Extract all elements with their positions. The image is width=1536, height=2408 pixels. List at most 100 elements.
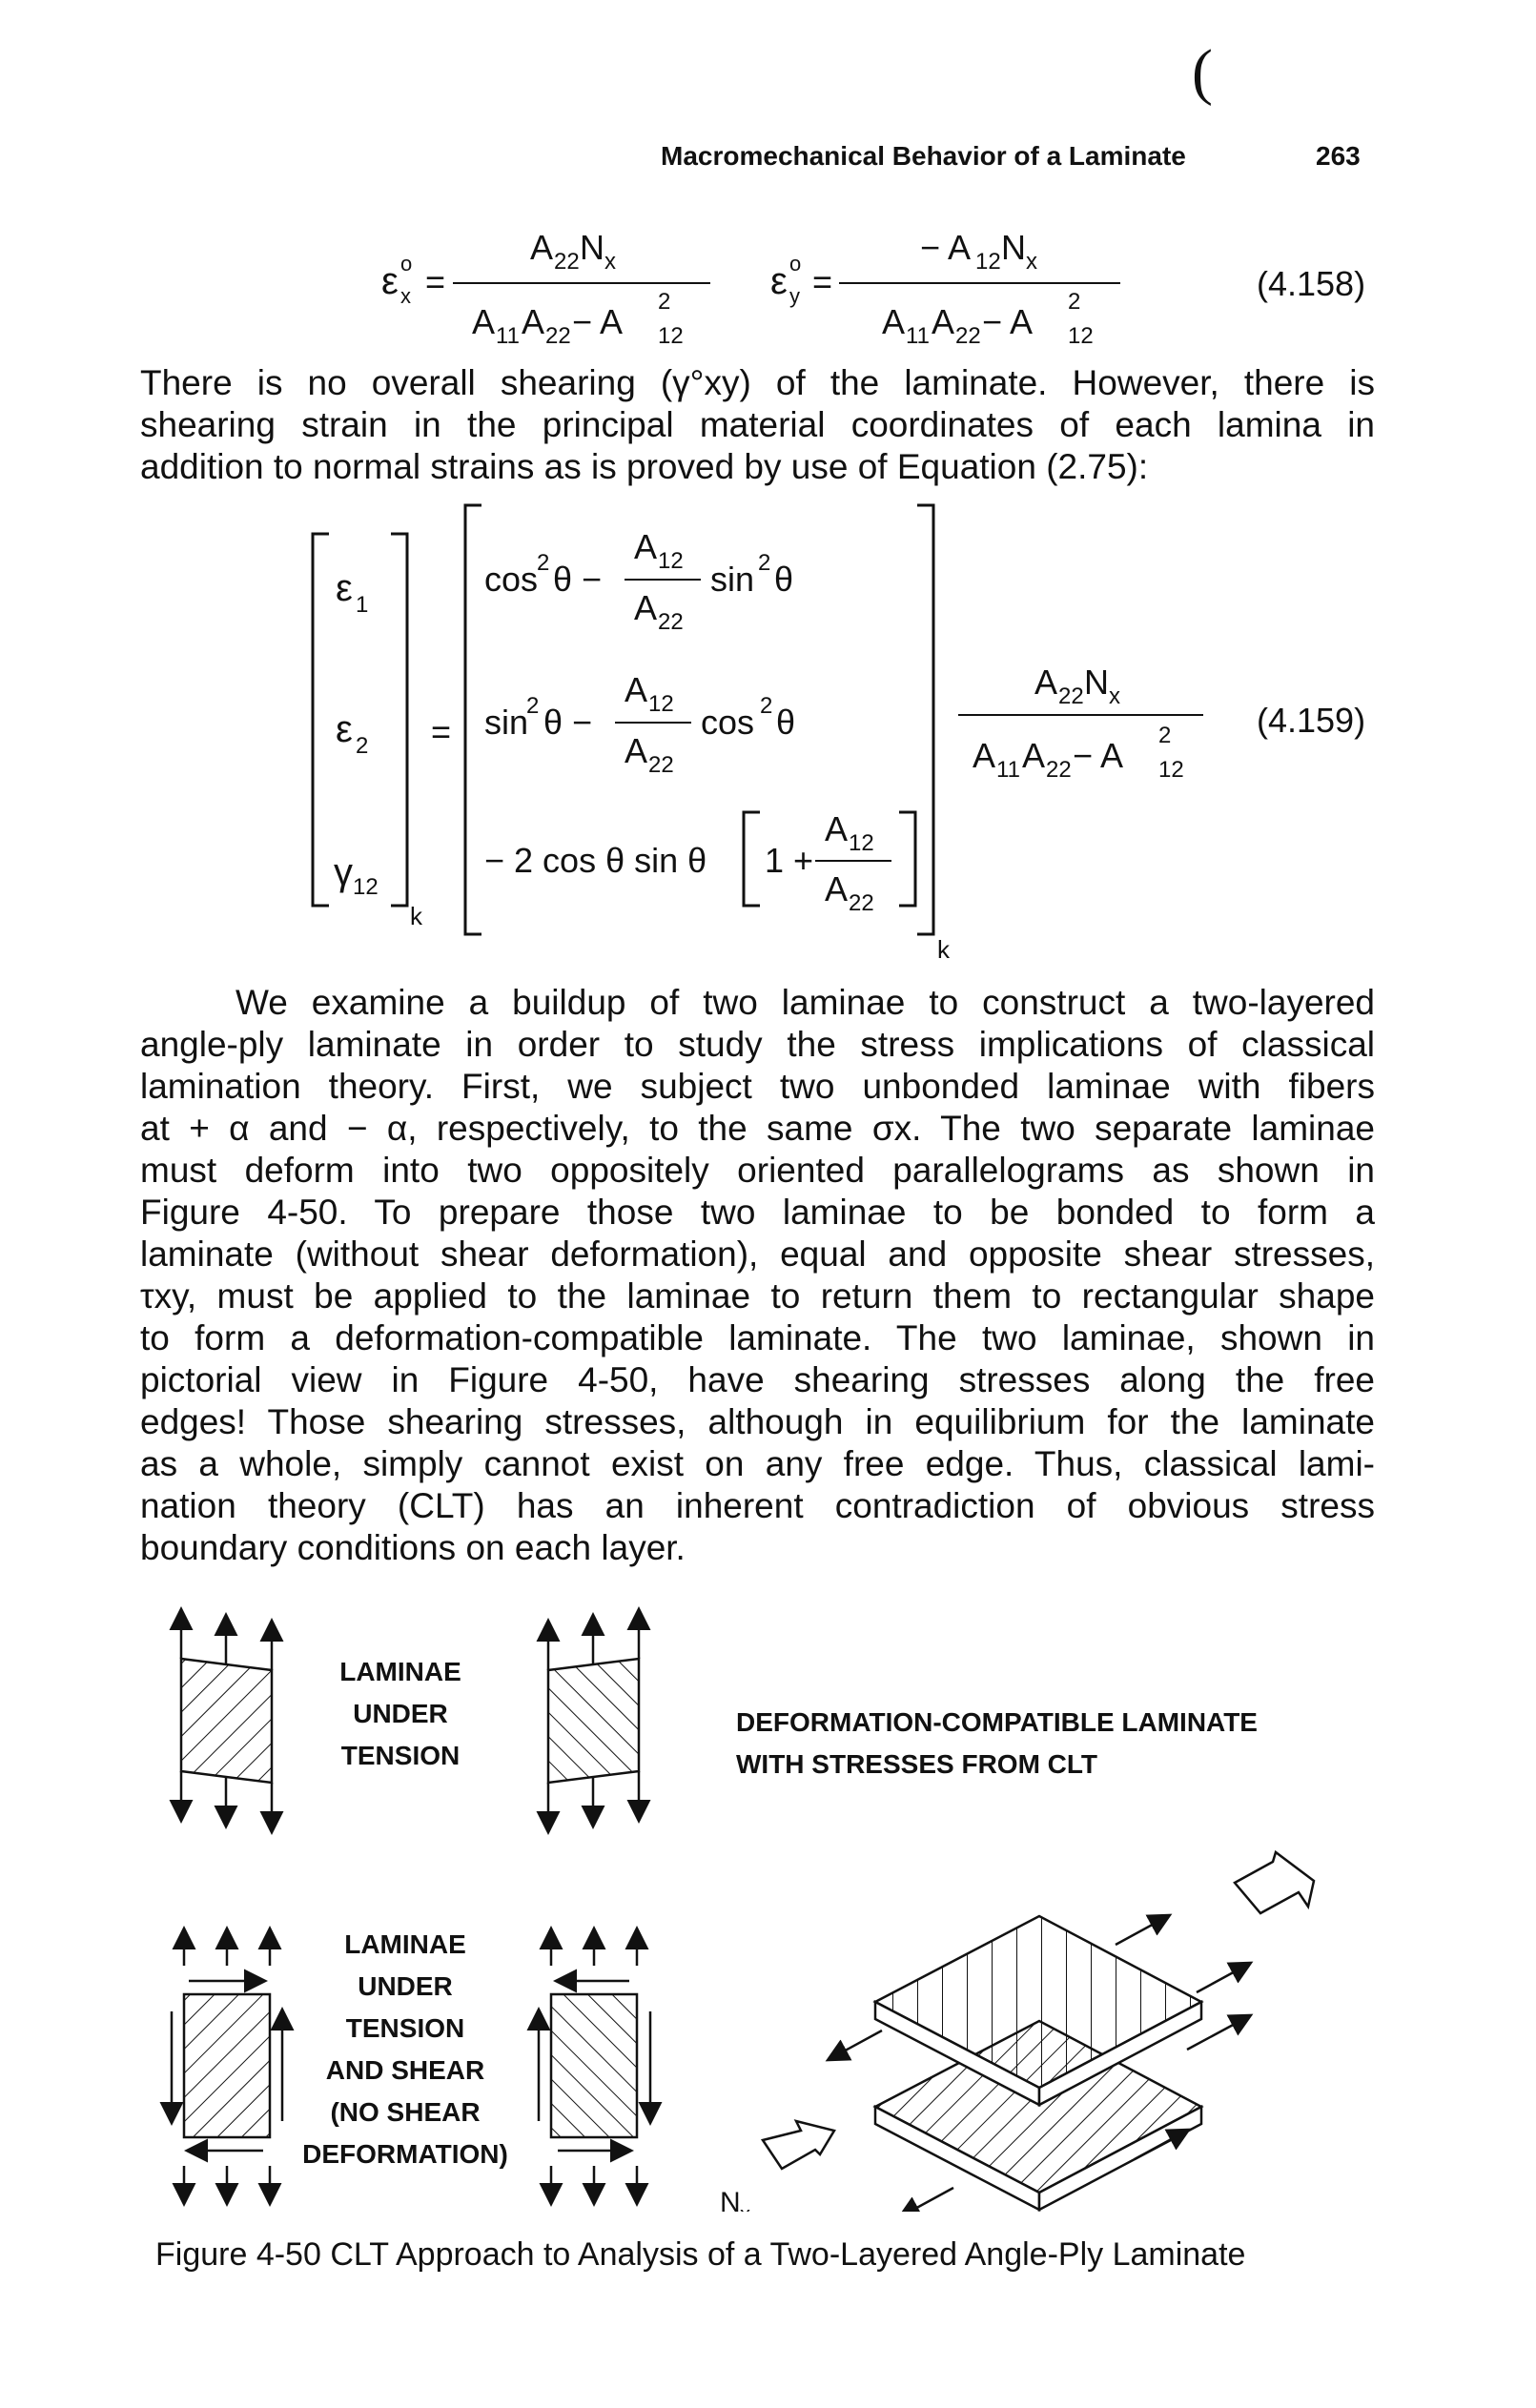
eq159-rf-den-sub1: 11 xyxy=(996,757,1020,783)
eq159-number: (4.159) xyxy=(1257,701,1365,740)
para2-line: angle-ply laminate in order to study the… xyxy=(140,1025,1375,1064)
figure-4-50: N x xyxy=(159,1606,1316,2212)
eq159-rf-num-a: A xyxy=(1034,663,1057,702)
lamina-shear-minus xyxy=(526,1926,663,2207)
para2-line: pictorial view in Figure 4-50, have shea… xyxy=(140,1360,1375,1399)
para2-line: laminate (without shear deformation), eq… xyxy=(140,1235,1375,1274)
label-deformation-compatible: DEFORMATION-COMPATIBLE LAMINATE WITH STR… xyxy=(736,1707,1258,1779)
eq158-den2-sub3: 12 xyxy=(1068,323,1094,349)
paragraph-1: There is no overall shearing (γ°xy) of t… xyxy=(140,362,1375,488)
eq158-num1-n: N xyxy=(580,228,604,267)
eq159-r2-fd: A xyxy=(625,731,647,770)
equation-4-159: ε 1 ε 2 γ 12 k = cos 2 θ − A 12 A 22 sin… xyxy=(311,503,1365,964)
para2-line: must deform into two oppositely oriented… xyxy=(140,1151,1375,1190)
load-arrow-left xyxy=(760,2119,836,2171)
eq159-r3-a: − 2 cos θ sin θ xyxy=(484,841,707,880)
eq158-num1-sub-b: x xyxy=(604,249,616,275)
eq159-r1-a: cos xyxy=(484,560,538,599)
label-laminae-under-shear: LAMINAE UNDER TENSION AND SHEAR (NO SHEA… xyxy=(302,1929,508,2169)
eq159-r1-fd-sub: 22 xyxy=(658,609,684,635)
page-number: 263 xyxy=(1316,141,1361,171)
eq159-r2-fn-sub: 12 xyxy=(648,691,674,717)
figure-caption: Figure 4-50 CLT Approach to Analysis of … xyxy=(155,2236,1246,2273)
eq159-rf-den-a: A xyxy=(973,736,995,775)
eq158-num2-a: − A xyxy=(920,228,971,267)
para1-line: shearing strain in the principal materia… xyxy=(140,405,1375,444)
eq159-rf-den-sup: 2 xyxy=(1158,723,1171,748)
eq159-k2: k xyxy=(937,935,951,964)
eq159-r3-fd-sub: 22 xyxy=(849,890,874,916)
eq158-num2-n: N xyxy=(1001,228,1026,267)
running-header: Macromechanical Behavior of a Laminate xyxy=(661,141,1186,171)
eq159-k1: k xyxy=(410,902,423,930)
eq158-num2-sub-a: 12 xyxy=(975,249,1001,275)
eq159-r2-d: θ xyxy=(776,703,795,742)
eq159-v1-sub: 1 xyxy=(356,592,368,618)
eq159-r2-sq2: 2 xyxy=(760,693,772,719)
eq158-den1-sup: 2 xyxy=(658,289,670,315)
eq158-den2-b: A xyxy=(932,302,954,341)
eq158-lhs1: ε xyxy=(381,260,399,302)
eq159-r3-fd: A xyxy=(825,869,848,908)
para2-line: as a whole, simply cannot exist on any f… xyxy=(140,1444,1375,1483)
eq159-r1-fn: A xyxy=(634,527,657,566)
para2-line: lamination theory. First, we subject two… xyxy=(140,1067,1375,1106)
laminate-pictorial xyxy=(825,1913,1254,2212)
load-label: N xyxy=(720,2187,741,2212)
eq158-num2-sub-b: x xyxy=(1026,249,1037,275)
para2-line: at + α and − α, respectively, to the sam… xyxy=(140,1109,1375,1148)
eq159-rf-den-minus: − A xyxy=(1073,736,1123,775)
eq159-r1-fn-sub: 12 xyxy=(658,548,684,574)
para2-line: We examine a buildup of two laminae to c… xyxy=(236,983,1375,1022)
eq159-r2-a: sin xyxy=(484,703,528,742)
eq159-equals: = xyxy=(431,712,451,751)
eq158-den1-sub1: 11 xyxy=(496,323,520,349)
lamina-tension-minus xyxy=(536,1606,651,1835)
eq159-rf-num-sub-b: x xyxy=(1109,684,1120,709)
equation-4-158: ε o x = A 22 N x A 11 A 22 − A 2 12 ε o … xyxy=(381,228,1365,349)
eq159-r1-fd: A xyxy=(634,588,657,627)
eq159-r2-c: cos xyxy=(701,703,754,742)
eq158-num1-sub-a: 22 xyxy=(554,249,580,275)
eq159-v1: ε xyxy=(336,567,353,609)
para1-line: addition to normal strains as is proved … xyxy=(140,447,1149,486)
eq158-den1-sub2: 22 xyxy=(545,323,571,349)
eq159-v2: ε xyxy=(336,708,353,750)
eq159-r3-fn-sub: 12 xyxy=(849,830,874,856)
eq159-r1-sq2: 2 xyxy=(758,550,770,576)
para2-line: edges! Those shearing stresses, although… xyxy=(140,1402,1375,1441)
eq159-v3: γ xyxy=(334,851,353,893)
eq158-den2-sub1: 11 xyxy=(906,323,930,349)
eq158-lhs1-sup: o xyxy=(400,252,412,275)
stray-paren-mark: ( xyxy=(1192,37,1213,107)
eq159-v3-sub: 12 xyxy=(353,874,379,900)
lamina-shear-plus xyxy=(159,1926,295,2207)
eq158-lhs1-sub: x xyxy=(400,284,411,308)
eq159-r2-b: θ − xyxy=(543,703,592,742)
label-laminae-under-tension: LAMINAE UNDER TENSION xyxy=(339,1657,461,1770)
eq158-den1-sub3: 12 xyxy=(658,323,684,349)
eq159-rf-num-n: N xyxy=(1084,663,1109,702)
eq158-eq2: = xyxy=(812,262,832,301)
eq158-number: (4.158) xyxy=(1257,264,1365,303)
eq159-v2-sub: 2 xyxy=(356,733,368,759)
lamina-tension-plus xyxy=(169,1606,284,1835)
eq159-r2-fd-sub: 22 xyxy=(648,752,674,778)
eq159-r2-fn: A xyxy=(625,670,647,709)
eq159-rf-den-sub3: 12 xyxy=(1158,757,1184,783)
eq159-rf-num-sub-a: 22 xyxy=(1058,684,1084,709)
eq158-den2-sup: 2 xyxy=(1068,289,1080,315)
eq159-rf-den-sub2: 22 xyxy=(1046,757,1072,783)
eq159-r1-sq1: 2 xyxy=(537,550,549,576)
eq158-den1-minus: − A xyxy=(572,302,623,341)
para2-line: to form a deformation-compatible laminat… xyxy=(140,1318,1375,1357)
eq159-r1-c: sin xyxy=(710,560,754,599)
load-arrow-right xyxy=(1233,1849,1316,1915)
eq159-r3-fn: A xyxy=(825,809,848,848)
para2-line: τxy, must be applied to the laminae to r… xyxy=(140,1276,1375,1316)
eq159-rf-den-b: A xyxy=(1022,736,1045,775)
eq158-den1-b: A xyxy=(522,302,544,341)
eq158-num1-a: A xyxy=(530,228,553,267)
eq159-r2-sq1: 2 xyxy=(526,693,539,719)
paragraph-2: We examine a buildup of two laminae to c… xyxy=(140,982,1375,1569)
